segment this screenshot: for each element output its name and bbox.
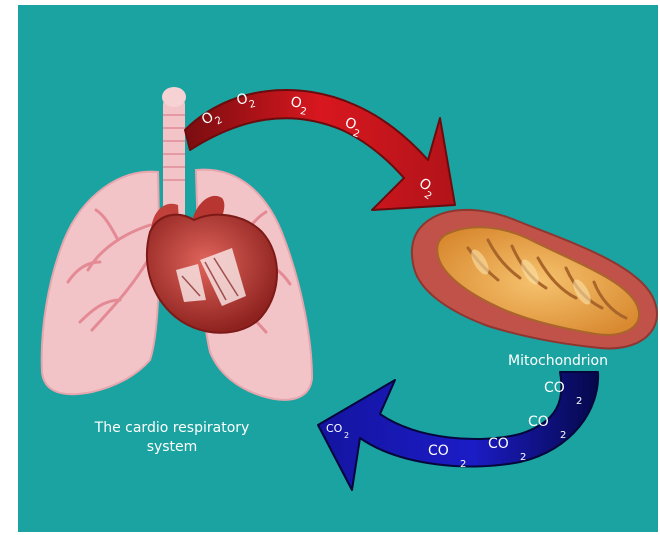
svg-text:CO: CO [572, 400, 593, 416]
svg-text:2: 2 [460, 459, 466, 470]
svg-text:2: 2 [560, 430, 566, 441]
svg-text:CO: CO [528, 414, 549, 430]
svg-text:CO: CO [428, 443, 449, 459]
svg-text:2: 2 [604, 416, 610, 427]
svg-text:CO: CO [326, 422, 343, 435]
svg-text:CO: CO [544, 380, 565, 396]
cardio-system-label-line2: system [147, 439, 198, 455]
svg-text:CO: CO [488, 436, 509, 452]
cardio-system-label-line1: The cardio respiratory [94, 420, 250, 436]
svg-text:2: 2 [344, 431, 349, 440]
svg-text:2: 2 [520, 452, 526, 463]
mitochondrion-label: Mitochondrion [508, 353, 608, 369]
